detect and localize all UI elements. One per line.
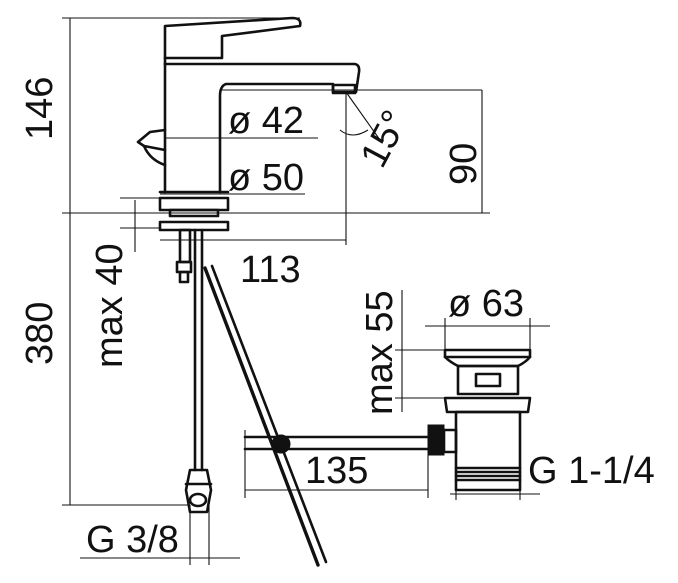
dim-g-1-1-4: G 1-1/4 [528, 450, 655, 492]
dim-380: 380 [19, 302, 61, 365]
dimension-labels: 146 380 max 40 ø 42 ø 50 90 15° 113 G 3/… [19, 77, 655, 561]
dim-dia-42: ø 42 [228, 100, 304, 142]
dim-90: 90 [443, 143, 485, 185]
faucet-aerator [331, 83, 357, 95]
faucet-drawing [136, 16, 361, 567]
waste-knob [427, 424, 445, 456]
faucet-base [158, 196, 230, 212]
waste-cap [443, 348, 532, 359]
deck-plate [158, 220, 230, 232]
dim-g-3-8: G 3/8 [86, 519, 179, 561]
waste-body [454, 410, 522, 492]
dim-dia-50: ø 50 [228, 157, 304, 199]
dim-max-55: max 55 [359, 290, 401, 415]
dim-max-40: max 40 [89, 243, 131, 368]
faucet-lever [163, 16, 302, 60]
dimension-lines [62, 17, 550, 565]
dim-113: 113 [240, 249, 301, 291]
dim-dia-63: ø 63 [448, 283, 524, 325]
dim-135: 135 [305, 450, 368, 492]
popup-rod [203, 266, 320, 567]
dim-146: 146 [19, 77, 61, 140]
hose-nut [184, 468, 213, 514]
waste-drawing [243, 348, 532, 492]
